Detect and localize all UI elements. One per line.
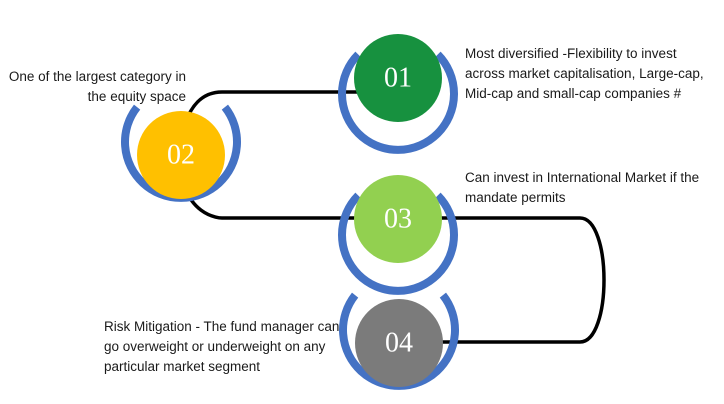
step-02-caption: One of the largest category in the equit… [8,69,186,104]
step-02-circle [137,111,225,199]
step-04-caption: Risk Mitigation - The fund manager can g… [104,319,340,374]
step-03-number: 03 [384,204,412,235]
step-04-number: 04 [385,328,413,359]
step-01-number: 01 [384,63,412,94]
step-01-circle [354,34,442,122]
step-02-number: 02 [167,140,195,171]
step-04-node: 04 [339,292,459,390]
step-03-caption: Can invest in International Market if th… [465,170,700,205]
step-03-node: 03 [338,175,458,295]
step-01-caption: Most diversified -Flexibility to invest … [465,46,704,101]
step-02-node: 02 [121,104,241,202]
step-03-circle [354,175,442,263]
step-01-node: 01 [338,34,458,154]
step-03-ring [338,192,458,295]
step-04-circle [355,299,443,387]
step-01-ring [338,51,458,154]
